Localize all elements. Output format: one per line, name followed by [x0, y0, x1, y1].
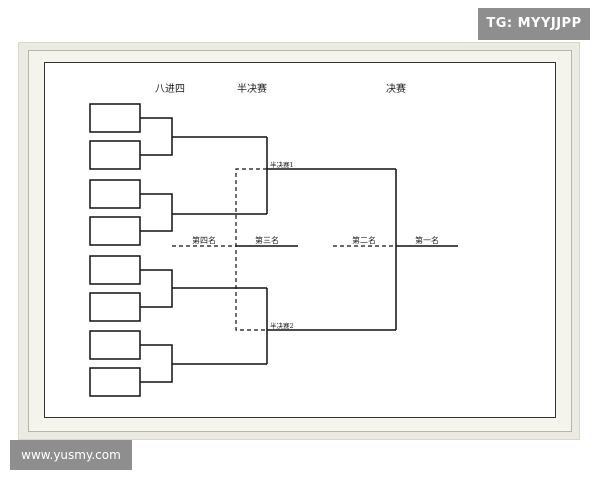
- first-place-label: 第一名: [415, 235, 439, 245]
- qf-connector-4: [140, 344, 173, 383]
- fourth-place-label: 第四名: [192, 235, 216, 245]
- final-connectors: [236, 168, 458, 331]
- third-place-label: 第三名: [255, 235, 279, 245]
- header-semifinal: 半决赛: [237, 82, 267, 95]
- header-quarterfinal: 八进四: [155, 83, 185, 95]
- website-watermark[interactable]: www.yusmy.com: [10, 440, 132, 470]
- team-slot-6[interactable]: [89, 292, 141, 322]
- semifinal-connectors: [172, 136, 268, 365]
- team-slot-1[interactable]: [89, 103, 141, 133]
- qf-connector-3: [140, 269, 173, 308]
- team-slot-3[interactable]: [89, 179, 141, 209]
- team-slot-2[interactable]: [89, 140, 141, 170]
- semifinal-2-label: 半决赛2: [270, 321, 294, 330]
- team-slot-8[interactable]: [89, 367, 141, 397]
- team-slot-5[interactable]: [89, 255, 141, 285]
- tg-watermark: TG: MYYJJPP: [478, 8, 590, 40]
- team-slot-4[interactable]: [89, 216, 141, 246]
- qf-connector-2: [140, 193, 173, 232]
- qf-connector-1: [140, 117, 173, 156]
- quarterfinal-connectors: [140, 117, 173, 383]
- semifinal-1-label: 半决赛1: [270, 160, 294, 169]
- header-final: 决赛: [386, 82, 406, 95]
- losers-paths: [172, 168, 396, 331]
- second-place-label: 第二名: [352, 235, 376, 245]
- team-slot-7[interactable]: [89, 330, 141, 360]
